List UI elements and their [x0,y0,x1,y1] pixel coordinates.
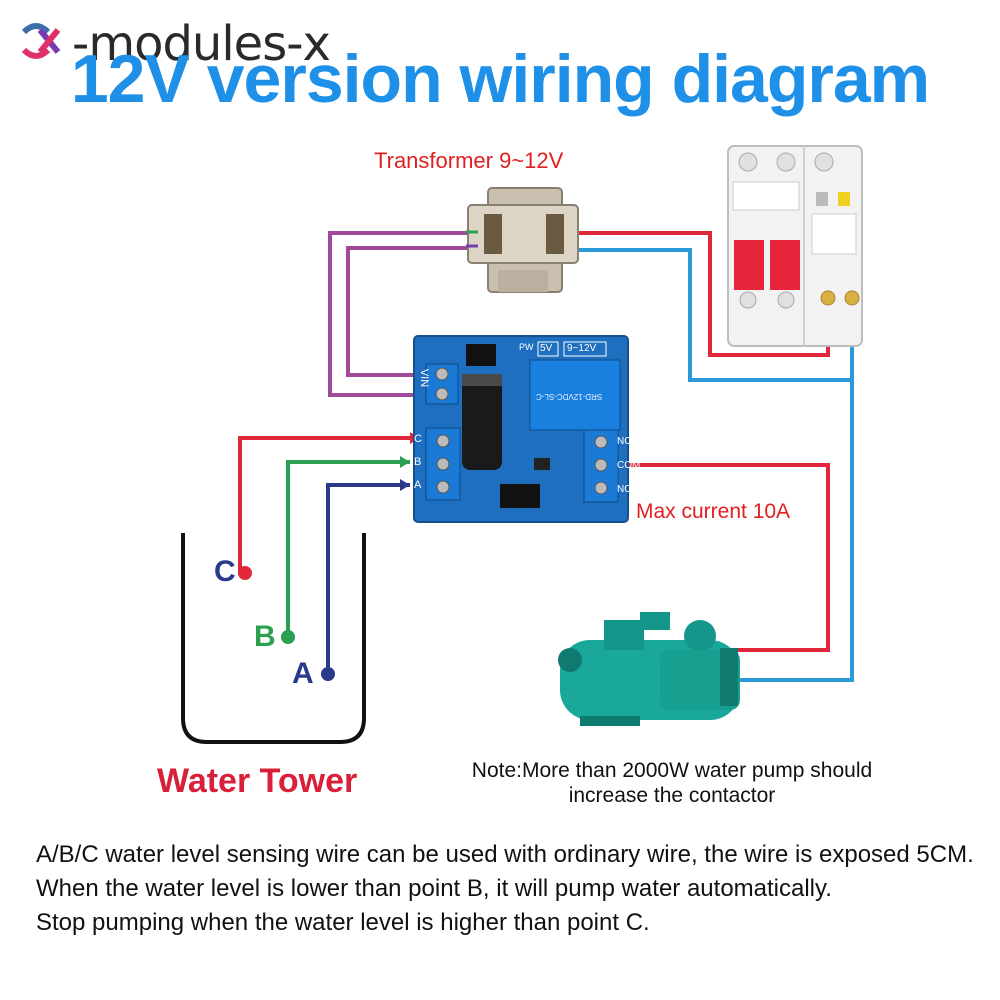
relay-pin-no: NO [617,484,632,495]
board-pin-a: A [414,479,422,491]
relay-model-label: SRD-12VDC-SL-C [536,392,603,401]
transformer-icon [466,187,579,293]
sensor-a-dot [321,667,335,681]
transformer-label: Transformer 9~12V [374,148,564,173]
brand-logo-icon [21,23,61,59]
max-current-label: Max current 10A [636,500,791,523]
relay-board [413,335,629,523]
description-line-3: Stop pumping when the water level is hig… [36,909,650,936]
wire-vin-purple [328,231,472,397]
description: A/B/C water level sensing wire can be us… [36,838,986,940]
sensor-c-label: C [214,555,236,588]
board-pin-c: C [414,433,422,445]
sensor-b-label: B [254,620,276,653]
note: Note:More than 2000W water pump should i… [412,758,932,808]
note-line-2: increase the contactor [568,784,776,807]
wire-b-green [286,460,410,637]
water-pump-icon [558,612,740,726]
brand-name: -modules-x [72,16,331,72]
water-tower-label: Water Tower [157,762,358,800]
board-pin-b: B [414,456,422,468]
sensor-a-label: A [292,657,314,690]
sensor-b-dot [281,630,295,644]
brand: -modules-x [20,14,331,74]
relay-pin-com: COM [617,460,641,471]
board-mode-12v: 9~12V [567,343,597,354]
note-line-1: Note:More than 2000W water pump should [471,759,873,782]
wire-a-navy [326,483,410,674]
description-line-1: A/B/C water level sensing wire can be us… [36,841,974,868]
board-pin-vin: VIN [418,368,431,388]
arrow-a-icon [400,479,410,491]
water-tower-tank [181,533,366,744]
description-line-2: When the water level is lower than point… [36,875,832,902]
sensor-c-dot [238,566,252,580]
circuit-breaker-icon [727,145,863,347]
page-title: 12V version wiring diagram [70,41,930,117]
arrow-b-icon [400,456,410,468]
board-pw-label: PW [519,342,534,352]
board-mode-5v: 5V [540,343,553,354]
relay-pin-nc: NC [617,436,632,447]
